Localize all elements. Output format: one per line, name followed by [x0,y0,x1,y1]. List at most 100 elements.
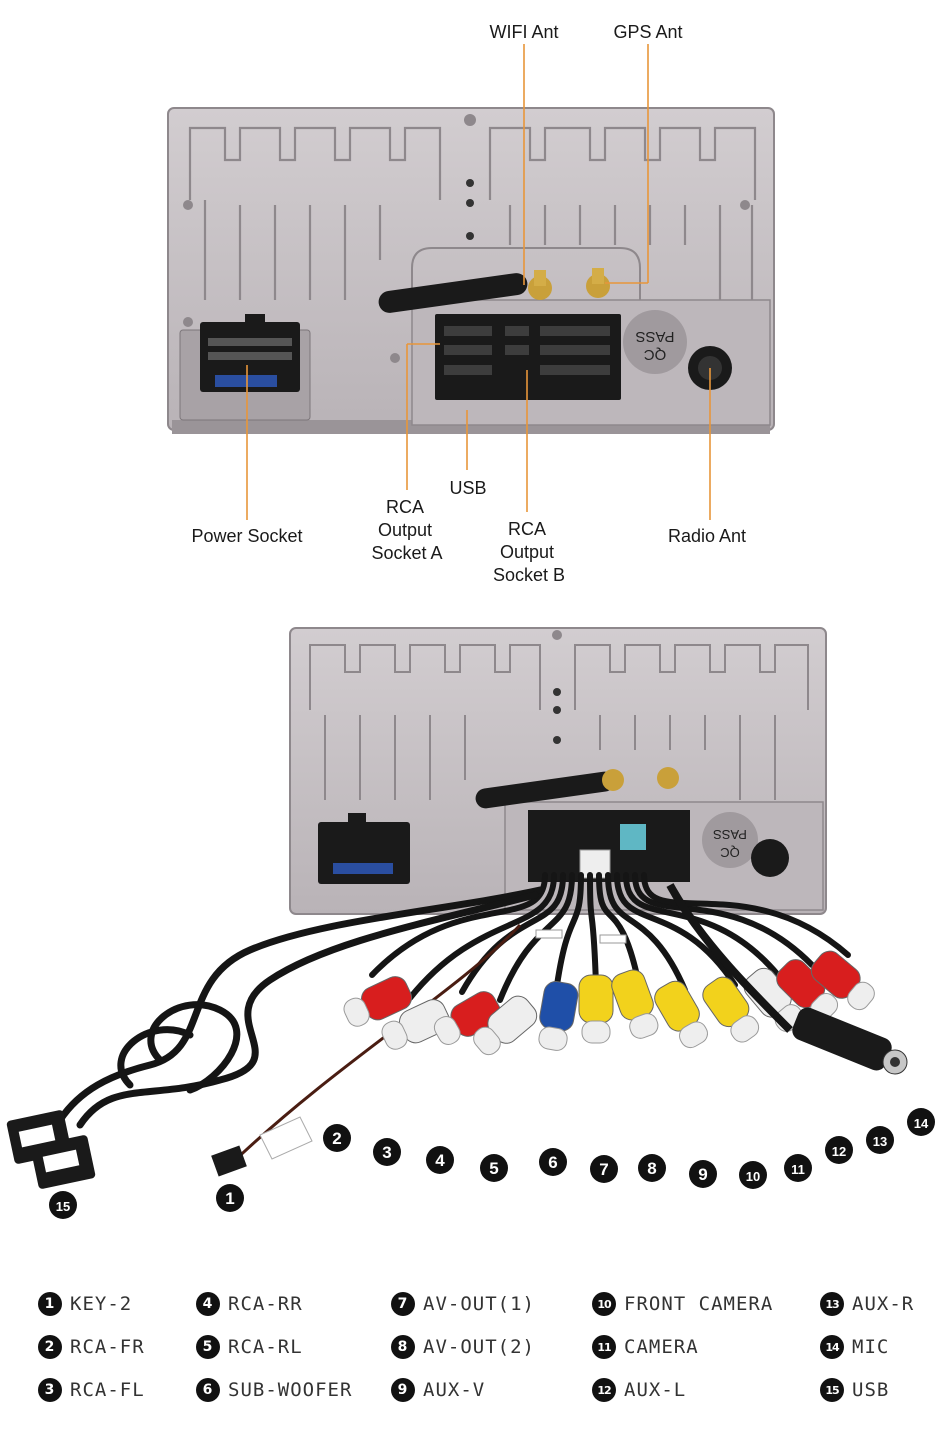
cable-number-badge: 3 [373,1138,401,1166]
legend-label: FRONT CAMERA [624,1293,774,1315]
rca-cable [553,872,584,995]
chassis-back-panel-2: PASS QC [289,627,827,915]
rca-cable [407,872,557,1001]
svg-text:11: 11 [791,1162,805,1177]
cable-tie [599,934,627,944]
svg-text:13: 13 [873,1134,887,1149]
usb-cable [56,886,544,1129]
legend-label: SUB-WOOFER [228,1379,353,1401]
legend-label: RCA-RR [228,1293,303,1315]
legend-number-badge: 4 [196,1292,220,1316]
rca-plug [578,974,614,1044]
legend-label: AV-OUT(1) [423,1293,535,1315]
cable-number-badge: 8 [638,1154,666,1182]
svg-text:15: 15 [56,1199,70,1214]
cable-number-badge: 12 [825,1136,853,1164]
rca-plug [611,969,659,1039]
legend-number-badge: 1 [38,1292,62,1316]
rca-cable [623,872,781,978]
legend-item: 3 RCA-FL [38,1378,145,1402]
legend-label: MIC [852,1336,890,1358]
cable-number-badge: 9 [689,1160,717,1188]
legend-number-badge: 11 [592,1335,616,1359]
legend-item: 2 RCA-FR [38,1335,145,1359]
legend-item: 9 AUX-V [391,1378,485,1402]
legend-label: RCA-FL [70,1379,145,1401]
legend-label: RCA-FR [70,1336,145,1358]
legend-number-badge: 15 [820,1378,844,1402]
cable-number-badge: 5 [480,1154,508,1182]
legend-item: 10 FRONT CAMERA [592,1292,773,1316]
rca-plug [473,995,538,1056]
rca-cable [497,872,575,1003]
legend-item: 14 MIC [820,1335,889,1359]
svg-text:PASS: PASS [636,328,675,345]
label-rca-b-line3: Socket B [493,565,565,585]
legend-label: KEY-2 [70,1293,133,1315]
rca-cable [459,872,566,995]
rca-plug [654,980,708,1049]
rca-cable [614,872,738,988]
legend-label: AV-OUT(2) [423,1336,535,1358]
cable-number-badge: 11 [784,1154,812,1182]
legend-item: 13 AUX-R [820,1292,914,1316]
legend-label: AUX-V [423,1379,486,1401]
mic-jack [666,883,908,1075]
legend-item: 15 USB [820,1378,889,1402]
svg-text:9: 9 [698,1165,707,1184]
legend-label: CAMERA [624,1336,699,1358]
svg-text:3: 3 [382,1143,391,1162]
rca-cable [605,872,688,993]
gps-sma-socket [586,268,610,298]
cable-number-badge: 7 [590,1155,618,1183]
cable-number-badge: 13 [866,1126,894,1154]
svg-text:QC: QC [644,346,667,363]
svg-text:2: 2 [332,1129,341,1148]
legend-number-badge: 2 [38,1335,62,1359]
svg-text:7: 7 [599,1160,608,1179]
svg-text:1: 1 [225,1189,234,1208]
cable-number-badge: 4 [426,1146,454,1174]
rca-cable [641,872,851,958]
cable-number-badge: 15 [49,1191,77,1219]
cable-number-badge: 14 [907,1108,935,1136]
rca-plug [538,981,579,1051]
legend-number-badge: 8 [391,1335,415,1359]
legend-number-badge: 12 [592,1378,616,1402]
label-rca-b-line1: RCA [508,519,546,539]
svg-text:6: 6 [548,1153,557,1172]
cable-tie [535,929,563,939]
legend-item: 11 CAMERA [592,1335,699,1359]
rca-output-sockets [435,314,621,400]
svg-text:4: 4 [435,1151,445,1170]
legend-label: RCA-RL [228,1336,303,1358]
svg-text:10: 10 [746,1169,760,1184]
legend-number-badge: 3 [38,1378,62,1402]
label-rca-a-line1: RCA [386,497,424,517]
svg-text:12: 12 [832,1144,846,1159]
usb-plugs [6,1110,96,1189]
head-unit-back-diagram: PASS QC WIFI Ant GPS Ant Power Socket RC… [167,22,775,585]
legend-number-badge: 14 [820,1335,844,1359]
cable-number-badge: 10 [739,1161,767,1189]
label-rca-a-line3: Socket A [371,543,442,563]
rca-plug [810,950,875,1011]
legend-item: 4 RCA-RR [196,1292,303,1316]
rca-plug [702,976,760,1043]
label-radio-ant: Radio Ant [668,526,746,546]
legend-number-badge: 9 [391,1378,415,1402]
legend-label: AUX-R [852,1293,915,1315]
rca-cable [596,872,641,983]
rca-cable [632,872,815,968]
rca-plugs [343,950,875,1056]
legend-item: 8 AV-OUT(2) [391,1335,535,1359]
legend-number-badge: 6 [196,1378,220,1402]
legend-label: USB [852,1379,890,1401]
legend-number-badge: 10 [592,1292,616,1316]
legend-number-badge: 13 [820,1292,844,1316]
